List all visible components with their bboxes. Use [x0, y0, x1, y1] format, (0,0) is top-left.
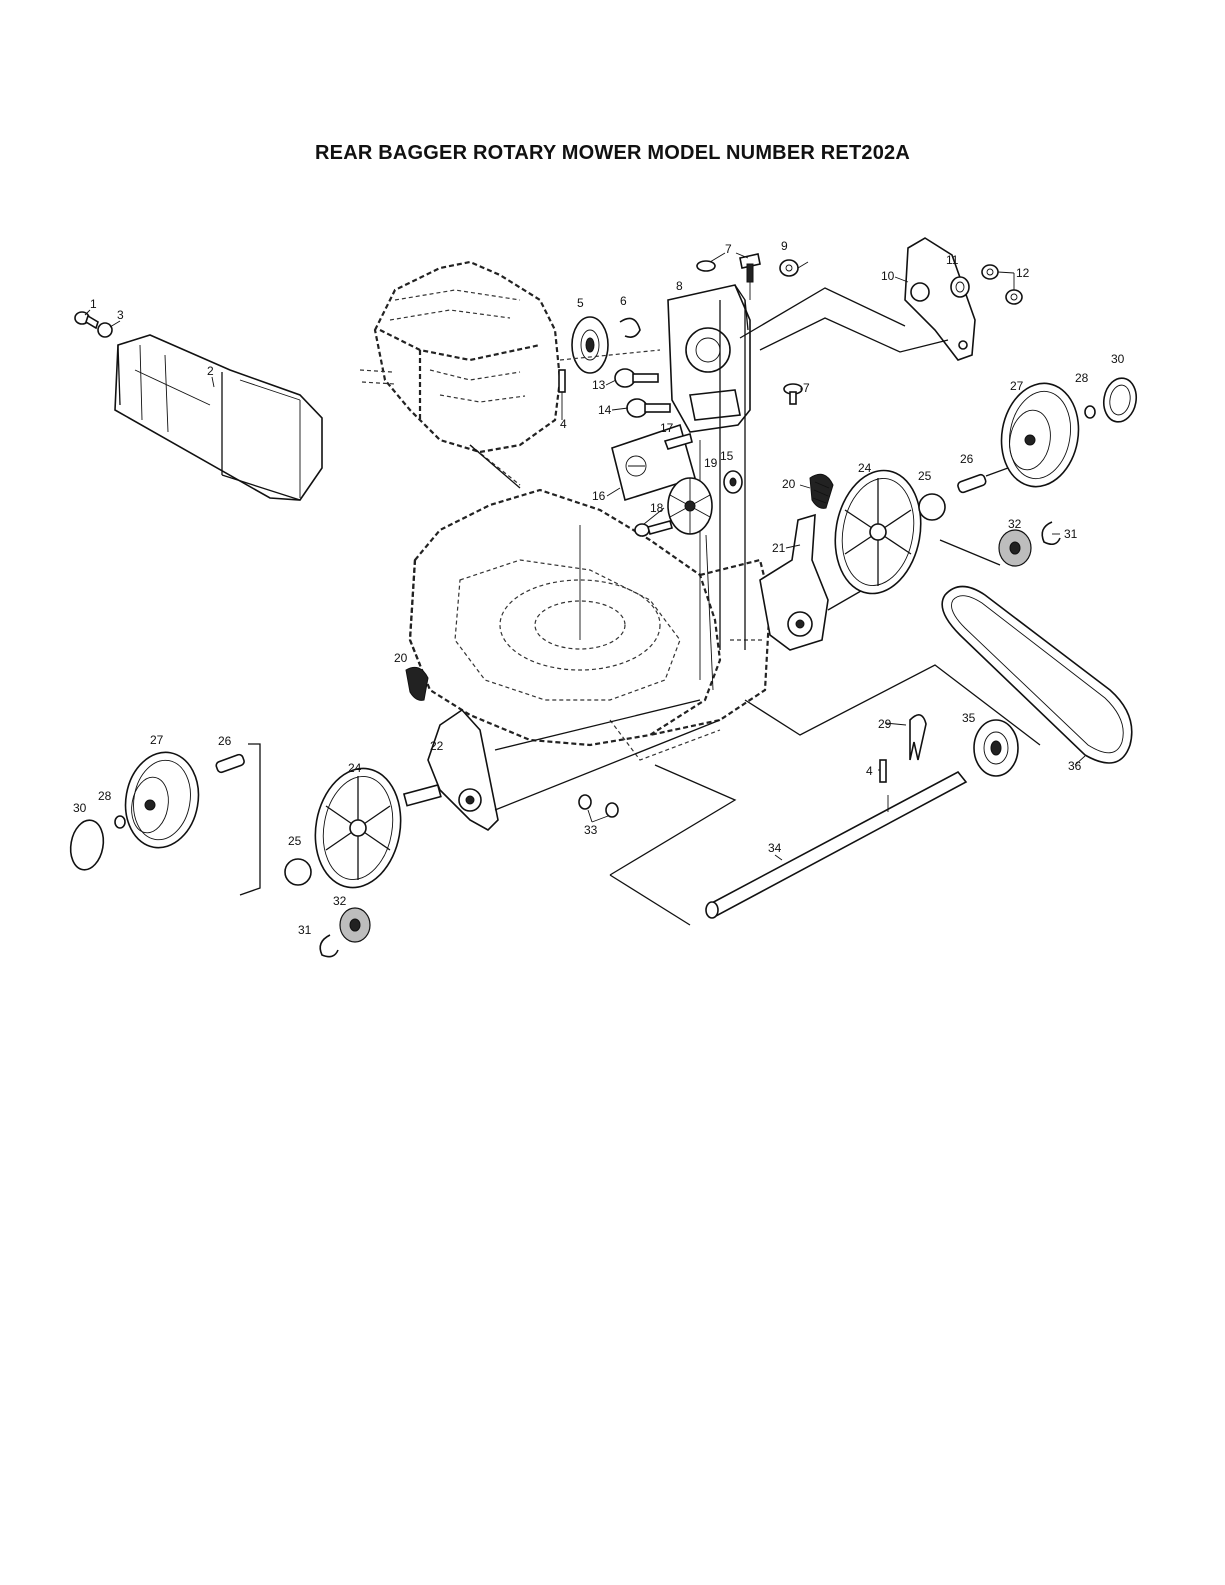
- callout-4-lower: 4: [866, 764, 873, 778]
- flange-nuts: [579, 795, 618, 817]
- callout-16: 16: [592, 489, 606, 503]
- hex-nut-top: [780, 260, 808, 276]
- callout-8: 8: [676, 279, 683, 293]
- shoulder-bolt-13: [615, 369, 658, 387]
- callout-28-right: 28: [1075, 371, 1089, 385]
- callout-24-left: 24: [348, 761, 362, 775]
- flat-washer-15: [724, 471, 742, 493]
- callout-17: 17: [660, 421, 674, 435]
- shaft-pulley: [974, 720, 1018, 776]
- callout-11: 11: [946, 253, 959, 267]
- callout-31-right: 31: [1064, 527, 1078, 541]
- drive-pulley: [560, 317, 660, 373]
- callout-28-left: 28: [98, 789, 112, 803]
- callout-32-left: 32: [333, 894, 347, 908]
- hub-cap-left: [67, 818, 107, 873]
- callout-19: 19: [704, 456, 718, 470]
- callout-15: 15: [720, 449, 734, 463]
- callout-30-left: 30: [73, 801, 87, 815]
- callout-12: 12: [1016, 266, 1030, 280]
- callout-9: 9: [781, 239, 788, 253]
- callout-33: 33: [584, 823, 598, 837]
- e-ring-right: [1042, 522, 1060, 544]
- callout-13: 13: [592, 378, 606, 392]
- hairpin-cotter: [910, 715, 926, 760]
- callout-21: 21: [772, 541, 786, 555]
- rear-tire-left: [118, 746, 206, 853]
- callout-18: 18: [650, 501, 664, 515]
- callout-7-top: 7: [725, 242, 732, 256]
- shoulder-bolt-14: [627, 399, 670, 417]
- grass-bag: [115, 335, 322, 500]
- bag-washer: [98, 323, 112, 337]
- callout-27-right: 27: [1010, 379, 1024, 393]
- shaft-key: [559, 370, 565, 420]
- drive-wheel-left: [306, 762, 410, 895]
- callout-26-right: 26: [960, 452, 974, 466]
- rear-tire-right: [994, 377, 1087, 493]
- wheel-washer-right: [919, 494, 945, 520]
- engine-outline: [360, 262, 560, 452]
- callout-6: 6: [620, 294, 627, 308]
- carriage-bolt-right: [784, 384, 802, 404]
- drive-shaft: [706, 772, 966, 918]
- pinion-gear-right: [999, 530, 1031, 566]
- callout-26-left: 26: [218, 734, 232, 748]
- hex-bolt-18: [635, 521, 672, 536]
- callout-20-top: 20: [782, 477, 796, 491]
- drive-fan-pulley: [668, 478, 713, 690]
- hubcap-spring-left: [406, 667, 428, 700]
- hub-cap-right: [1100, 376, 1139, 425]
- callout-10: 10: [881, 269, 895, 283]
- callout-34: 34: [768, 841, 782, 855]
- bag-bolt: [75, 312, 98, 328]
- callout-7-right: 7: [803, 381, 810, 395]
- callout-29: 29: [878, 717, 892, 731]
- shaft-key-lower: [880, 760, 886, 782]
- callout-32-right: 32: [1008, 517, 1022, 531]
- drive-wheel-right: [826, 464, 930, 601]
- hub-nut-left: [115, 816, 125, 828]
- wheel-bushing-left: [215, 744, 260, 895]
- callout-35: 35: [962, 711, 976, 725]
- callout-20-left: 20: [394, 651, 408, 665]
- callout-4-top: 4: [560, 417, 567, 431]
- e-ring-left: [320, 935, 338, 957]
- callout-22: 22: [430, 739, 444, 753]
- callout-25-left: 25: [288, 834, 302, 848]
- callout-14: 14: [598, 403, 612, 417]
- callout-3: 3: [117, 308, 124, 322]
- callout-31-left: 31: [298, 923, 312, 937]
- hubcap-spring-top: [810, 474, 833, 508]
- spring-clip: [620, 318, 640, 337]
- callout-5: 5: [577, 296, 584, 310]
- callout-30-right: 30: [1111, 352, 1125, 366]
- pivot-plate: [740, 238, 975, 360]
- callout-25-right: 25: [918, 469, 932, 483]
- pinion-gear-left: [340, 908, 370, 942]
- callout-2: 2: [207, 364, 214, 378]
- hub-nut-right: [1085, 406, 1095, 418]
- drive-v-belt: [942, 587, 1132, 764]
- callout-27-left: 27: [150, 733, 164, 747]
- wheel-washer-left: [285, 859, 311, 885]
- assembly-lines: [470, 445, 1040, 925]
- callout-1: 1: [90, 297, 97, 311]
- callout-24-right: 24: [858, 461, 872, 475]
- flat-washer-11: [951, 277, 969, 297]
